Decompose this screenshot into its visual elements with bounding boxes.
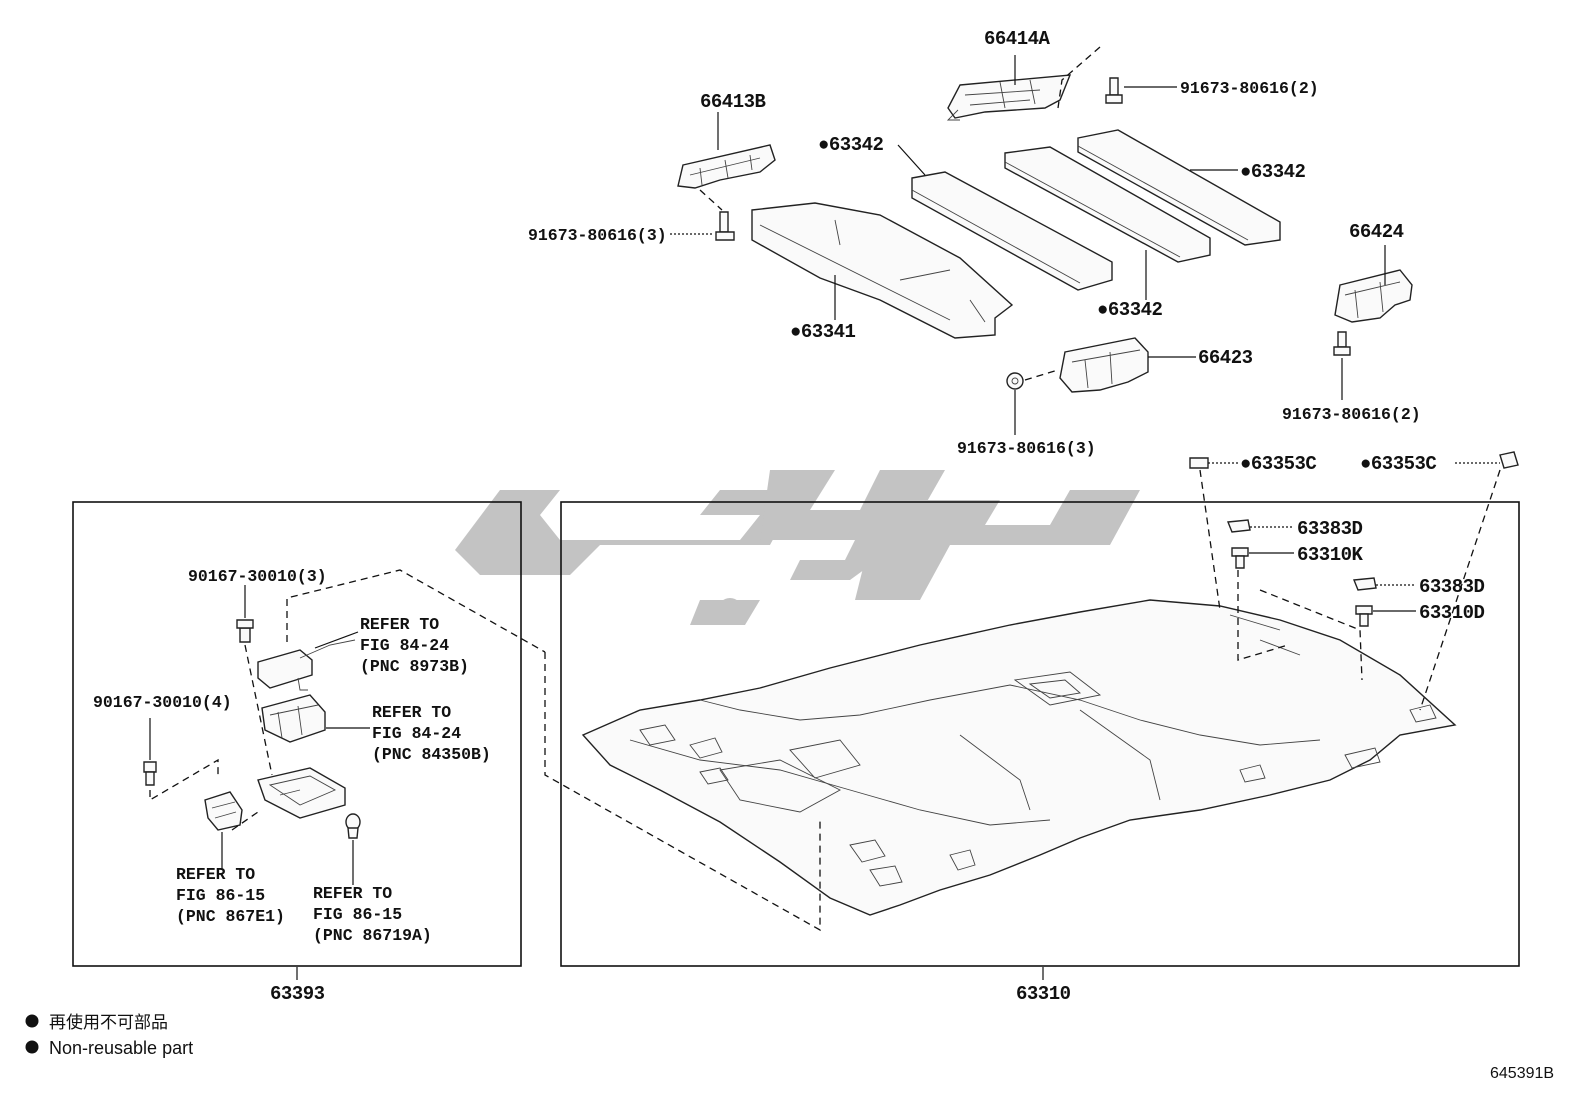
label-63310: 63310 — [1016, 983, 1071, 1005]
bolt-icon — [236, 619, 254, 643]
label-63383D-a: 63383D — [1297, 518, 1363, 540]
part-63342-c[interactable] — [1077, 129, 1281, 246]
label-63342-a: ●63342 — [818, 134, 884, 156]
bolt-icon — [1006, 372, 1024, 390]
part-headliner-63310[interactable] — [581, 599, 1457, 916]
part-66413B[interactable] — [677, 144, 776, 189]
part-switch-867E1[interactable] — [204, 791, 243, 831]
figure-code: 645391B — [1490, 1065, 1554, 1082]
part-66423[interactable] — [1059, 337, 1149, 393]
label-63310K: 63310K — [1297, 544, 1364, 566]
label-66414A: 66414A — [984, 28, 1051, 50]
non-reusable-bullet-icon — [25, 1040, 39, 1054]
part-63342-a[interactable] — [911, 171, 1113, 291]
label-63393: 63393 — [270, 983, 325, 1005]
label-63383D-b: 63383D — [1419, 576, 1485, 598]
non-reusable-bullet-icon — [25, 1014, 39, 1028]
label-63341-num: 63341 — [801, 321, 856, 343]
part-module-84350B[interactable] — [261, 694, 326, 743]
label-63353C-b: ●63353C — [1360, 453, 1436, 475]
ref-84350B: REFER TO FIG 84-24 (PNC 84350B) — [372, 703, 491, 764]
bolt-icon — [1333, 331, 1351, 356]
label-fastener-91673-80616-3-center: 91673-80616(3) — [957, 439, 1096, 458]
bolt-icon — [143, 761, 157, 786]
part-63353C-a[interactable] — [1189, 457, 1209, 469]
label-66423: 66423 — [1198, 347, 1253, 369]
label-66413B: 66413B — [700, 91, 766, 113]
bolt-icon — [715, 211, 735, 241]
part-63383D-b[interactable] — [1353, 577, 1377, 591]
legend-line-en: Non-reusable part — [49, 1038, 193, 1058]
legend: 再使用不可部品 Non-reusable part — [25, 1012, 193, 1058]
label-fastener-90167-30010-4: 90167-30010(4) — [93, 693, 232, 712]
label-fastener-91673-80616-2-top: 91673-80616(2) — [1180, 79, 1319, 98]
part-module-8973B[interactable] — [257, 639, 356, 691]
part-lamp-base[interactable] — [257, 767, 346, 819]
part-63310D[interactable] — [1355, 605, 1373, 627]
part-63310K[interactable] — [1231, 547, 1249, 569]
part-66424[interactable] — [1334, 269, 1413, 323]
label-fastener-91673-80616-2-right: 91673-80616(2) — [1282, 405, 1421, 424]
part-66414A[interactable] — [946, 74, 1072, 121]
legend-line-jp: 再使用不可部品 — [49, 1012, 168, 1033]
ref-8973B: REFER TO FIG 84-24 (PNC 8973B) — [360, 615, 469, 676]
label-fastener-91673-80616-3-left: 91673-80616(3) — [528, 226, 667, 245]
bolt-icon — [1105, 77, 1123, 104]
label-66424: 66424 — [1349, 221, 1404, 243]
part-63353C-b[interactable] — [1499, 451, 1519, 469]
part-bulb-86719A[interactable] — [345, 813, 361, 839]
box-63393 — [72, 501, 522, 967]
part-63383D-a[interactable] — [1227, 519, 1251, 533]
label-fastener-90167-30010-3: 90167-30010(3) — [188, 567, 327, 586]
box-63310 — [560, 501, 1520, 967]
watermark-logo — [455, 470, 1140, 625]
ref-86719A: REFER TO FIG 86-15 (PNC 86719A) — [313, 884, 432, 945]
label-63342-b: ●63342 — [1097, 299, 1163, 321]
part-63341[interactable] — [751, 202, 1014, 339]
ref-867E1: REFER TO FIG 86-15 (PNC 867E1) — [176, 865, 285, 926]
label-63341: ●63341 — [790, 321, 856, 343]
part-63342-b[interactable] — [1004, 146, 1211, 263]
label-63353C-a: ●63353C — [1240, 453, 1316, 475]
label-63342-c: ●63342 — [1240, 161, 1306, 183]
